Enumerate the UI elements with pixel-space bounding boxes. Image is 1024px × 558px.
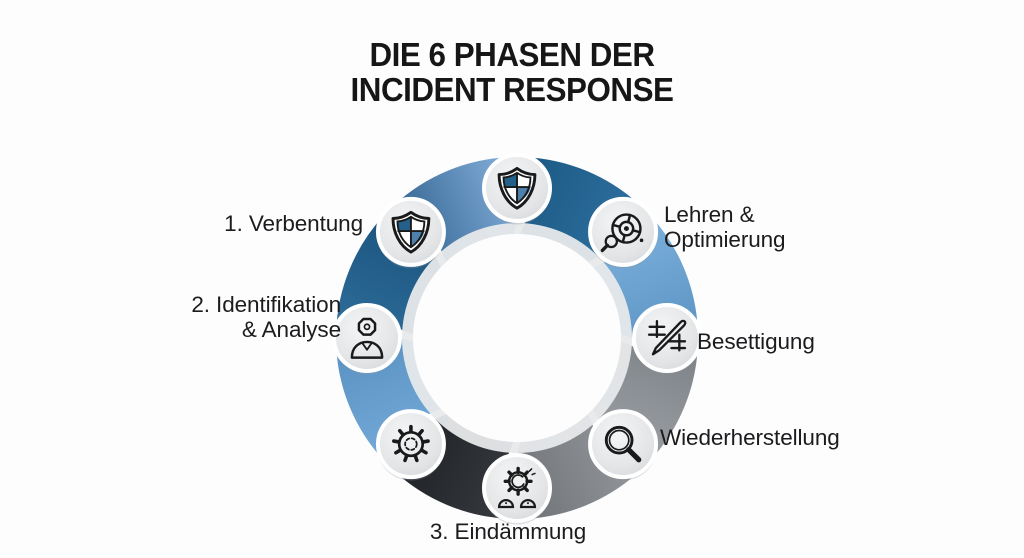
page-title: DIE 6 PHASEN DER INCIDENT RESPONSE xyxy=(350,36,674,108)
analyst-person-icon xyxy=(332,303,402,375)
label-lessons-optimization: Lehren & Optimierung xyxy=(664,202,786,253)
label-phase-1-preparation: 1. Verbentung xyxy=(224,211,363,236)
icon-circle xyxy=(375,409,446,480)
magnifier-icon xyxy=(588,409,659,481)
gear-icon xyxy=(375,409,446,481)
label-phase-2-identification: 2. Identifikation & Analyse xyxy=(191,292,341,343)
icon-circle xyxy=(588,409,659,480)
shield-icon xyxy=(375,196,446,269)
icon-circle xyxy=(588,196,659,267)
label-eradication: Besettigung xyxy=(697,329,815,354)
label-recovery: Wiederherstellung xyxy=(660,425,840,450)
icon-circle xyxy=(332,303,402,373)
crossed-tools-icon xyxy=(632,303,702,375)
scope-magnifier-icon xyxy=(588,196,659,269)
donut-hole xyxy=(413,234,621,442)
label-phase-3-containment: 3. Eindämmung xyxy=(429,519,587,544)
shield-icon xyxy=(482,153,552,225)
gear-people-icon xyxy=(482,453,552,525)
